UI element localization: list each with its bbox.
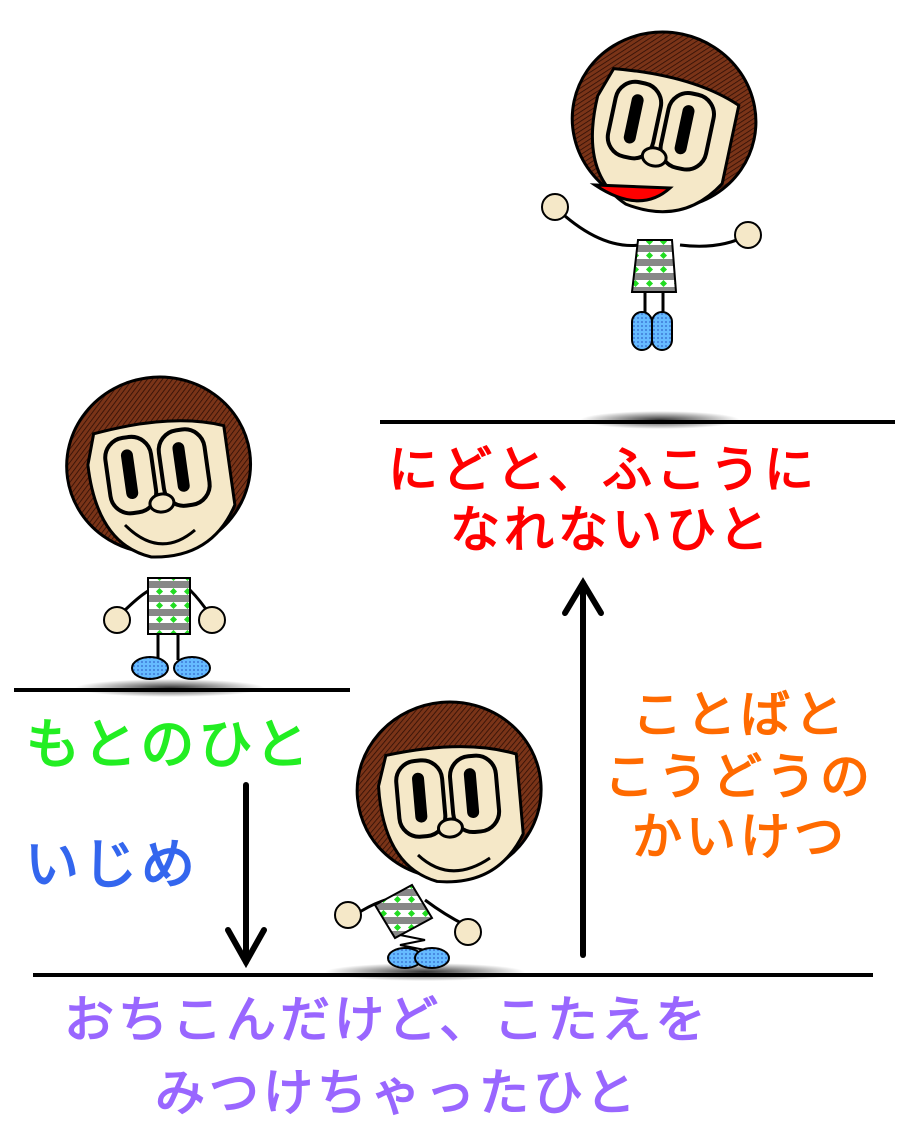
crouching-character — [334, 692, 551, 969]
bottom-label-line-2: みつけちゃったひと — [155, 1064, 640, 1122]
bottom-label-line-1: おちこんだけど、こたえを — [64, 991, 710, 1049]
resolution-label-line-1: ことばと — [632, 686, 848, 744]
bullying-label: いじめ — [25, 833, 199, 896]
resolution-label-line-2: こうどうの — [604, 748, 874, 806]
original-person-label: もとのひと — [26, 713, 313, 776]
top-label-line-1: にどと、ふこうに — [388, 441, 818, 499]
down-arrow-icon — [225, 782, 267, 969]
happy-jumping-character — [541, 13, 775, 351]
resolution-label-line-3: かいけつ — [632, 808, 848, 866]
up-arrow-icon — [562, 577, 604, 958]
top-label-line-2: なれないひと — [450, 501, 773, 559]
original-standing-character — [53, 363, 265, 680]
